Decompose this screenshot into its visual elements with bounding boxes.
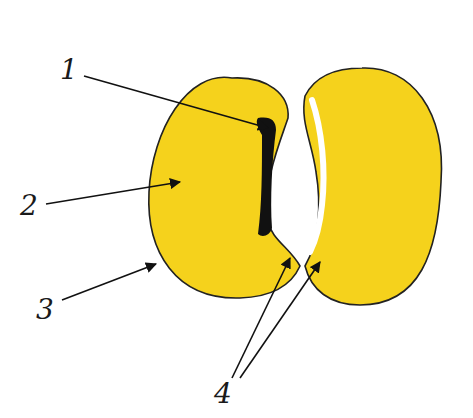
leader-arrow <box>46 182 180 204</box>
embryo-cavity <box>310 100 324 252</box>
callout-number: 1 <box>60 56 78 84</box>
leader-arrow <box>84 76 268 128</box>
embryo <box>257 118 276 237</box>
callout-number: 3 <box>36 296 54 324</box>
left-cotyledon <box>149 77 300 298</box>
right-cotyledon <box>304 68 442 305</box>
leader-arrow <box>62 264 156 300</box>
callout-number: 2 <box>20 192 38 220</box>
leader-arrow <box>240 262 320 378</box>
callout-number: 4 <box>214 380 232 408</box>
